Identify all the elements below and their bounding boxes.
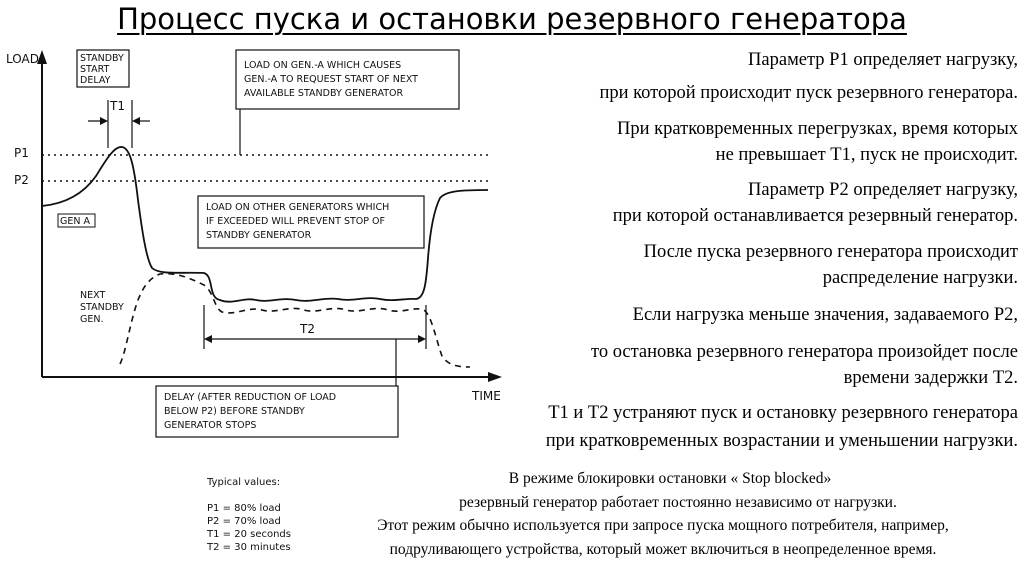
t1-arrow-right [132, 117, 140, 125]
t2-arrow-right [418, 335, 426, 343]
page-title: Процесс пуска и остановки резервного ген… [117, 2, 907, 36]
next-standby-line2: STANDBY [80, 302, 124, 313]
right-text-line-11: времени задержки Т2. [843, 368, 1018, 388]
x-axis-arrow [488, 372, 502, 382]
bottom-text-line-2: резервный генератор работает постоянно н… [459, 494, 897, 511]
next-standby-line1: NEXT [80, 290, 105, 301]
typical-title: Typical values: [207, 477, 281, 488]
callout-other-gens-line1: LOAD ON OTHER GENERATORS WHICH [206, 202, 389, 213]
callout-other-gens-line2: IF EXCEEDED WILL PREVENT STOP OF [206, 216, 385, 227]
right-text-line-8: распределение нагрузки. [822, 268, 1018, 288]
gen-a-label: GEN A [60, 216, 90, 227]
gen-a-load-curve [41, 146, 489, 303]
next-standby-line3: GEN. [80, 314, 104, 325]
p2-label: P2 [14, 173, 29, 187]
callout-load-gen-a-box [235, 49, 460, 110]
right-text-line-10: то остановка резервного генератора произ… [590, 342, 1018, 362]
t1-label: T1 [109, 99, 125, 113]
standby-start-delay-box [76, 49, 130, 88]
callout-load-gen-a-line2: GEN.-A TO REQUEST START OF NEXT [244, 74, 418, 85]
callout-load-gen-a-line3: AVAILABLE STANDBY GENERATOR [244, 88, 403, 99]
right-text-line-1: Параметр Р1 определяет нагрузку, [748, 50, 1018, 70]
callout-other-gens-line3: STANDBY GENERATOR [206, 230, 312, 241]
typical-value-p2: P2 = 70% load [207, 516, 281, 527]
callout-delay-line3: GENERATOR STOPS [164, 420, 256, 431]
standby-start-delay-line2: START [80, 64, 110, 75]
right-text-line-5: Параметр Р2 определяет нагрузку, [748, 180, 1018, 200]
typical-value-p1: P1 = 80% load [207, 503, 281, 514]
callout-delay-line1: DELAY (AFTER REDUCTION OF LOAD [164, 392, 336, 403]
t2-label: T2 [299, 322, 315, 336]
right-text-line-3: При кратковременных перегрузках, время к… [617, 119, 1018, 139]
callout-other-gens-box [197, 195, 425, 249]
bottom-text-line-1: В режиме блокировки остановки « Stop blo… [508, 470, 832, 487]
standby-gen-load-curve [119, 272, 471, 368]
right-text-line-4: не превышает Т1, пуск не происходит. [715, 145, 1018, 165]
bottom-text-line-4: подруливающего устройства, который может… [389, 541, 937, 558]
t2-arrow-left [204, 335, 212, 343]
right-text-line-2: при которой происходит пуск резервного г… [599, 83, 1018, 103]
gen-a-box [57, 213, 96, 228]
right-text-line-9: Если нагрузка меньше значения, задаваемо… [632, 305, 1018, 325]
standby-start-delay-line3: DELAY [80, 75, 111, 86]
bottom-text-line-3: Этот режим обычно используется при запро… [377, 517, 949, 534]
typical-value-t2: T2 = 30 minutes [207, 542, 291, 553]
callout-delay-box [155, 385, 399, 438]
right-text-line-6: при которой останавливается резервный ге… [612, 206, 1018, 226]
right-text-line-7: После пуска резервного генератора происх… [643, 242, 1018, 262]
x-axis-label: TIME [471, 389, 501, 403]
right-text-line-12: Т1 и Т2 устраняют пуск и остановку резер… [548, 403, 1018, 423]
right-text-line-13: при кратковременных возрастании и уменьш… [545, 431, 1018, 451]
y-axis-arrow [37, 50, 47, 64]
callout-delay-line2: BELOW P2) BEFORE STANDBY [164, 406, 305, 417]
t1-arrow-left [100, 117, 108, 125]
y-axis-label: LOAD [6, 52, 39, 66]
callout-load-gen-a-line1: LOAD ON GEN.-A WHICH CAUSES [244, 60, 401, 71]
p1-label: P1 [14, 146, 29, 160]
typical-value-t1: T1 = 20 seconds [207, 529, 291, 540]
typical-values: Typical values: P1 = 80% load P2 = 70% l… [207, 476, 291, 554]
standby-start-delay-line1: STANDBY [80, 53, 124, 64]
